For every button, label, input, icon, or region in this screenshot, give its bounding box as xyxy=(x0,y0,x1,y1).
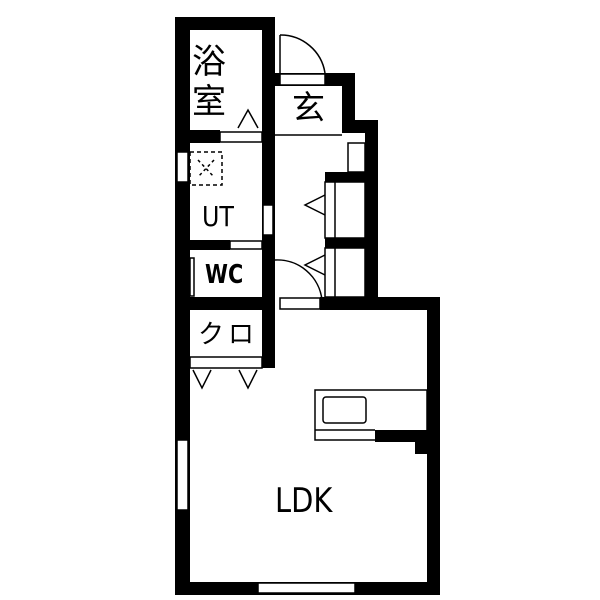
room-label-entrance: 玄 xyxy=(292,88,325,127)
wall-bath-bottom xyxy=(175,130,220,143)
cabinet-door-mark xyxy=(303,194,326,216)
kitchen-sink xyxy=(322,396,367,424)
wall-center xyxy=(262,17,275,368)
closet-door-rail xyxy=(189,356,263,369)
window-left xyxy=(176,439,189,511)
room-label-ldk: LDK xyxy=(275,481,333,521)
closet-door-mark xyxy=(192,369,212,390)
window-ut xyxy=(176,151,189,183)
wall-shoebox-mid xyxy=(325,238,370,248)
kitchen-counter xyxy=(314,389,428,441)
wall-hall-right xyxy=(365,120,378,310)
shoe-cabinet-2 xyxy=(324,247,366,298)
washer-space xyxy=(189,151,223,186)
room-label-bath: 浴 室 xyxy=(192,42,226,122)
wall-top-bath xyxy=(175,17,275,30)
cabinet-upper xyxy=(347,142,366,173)
wall-ldk-top xyxy=(320,297,440,310)
room-label-closet: クロ xyxy=(198,320,259,350)
bath-door-mark xyxy=(237,108,259,129)
wall-shoebox-top xyxy=(325,172,370,182)
wall-wc-bottom xyxy=(175,297,275,310)
wc-door xyxy=(229,240,263,250)
wall-kitchen-post xyxy=(415,430,427,454)
ldk-door xyxy=(279,297,321,310)
fixtures xyxy=(189,34,428,441)
wall-entrance-right xyxy=(342,73,355,133)
ut-door xyxy=(262,204,274,236)
ldk-door-arc xyxy=(274,259,323,301)
room-label-toilet: WC xyxy=(205,260,244,290)
entrance-door-arc xyxy=(279,34,326,74)
shoe-cabinet-1 xyxy=(324,181,366,239)
wc-sill xyxy=(189,257,195,297)
entrance-door-frame xyxy=(279,73,326,86)
bath-label-line1: 浴 xyxy=(192,42,226,82)
bath-door xyxy=(219,131,263,143)
openings xyxy=(176,73,356,594)
bath-label-line2: 室 xyxy=(192,82,226,122)
window-bottom xyxy=(257,582,356,594)
room-label-utility: UT xyxy=(202,200,234,233)
wall-ut-wc xyxy=(175,240,230,250)
wall-ldk-right xyxy=(427,297,440,595)
